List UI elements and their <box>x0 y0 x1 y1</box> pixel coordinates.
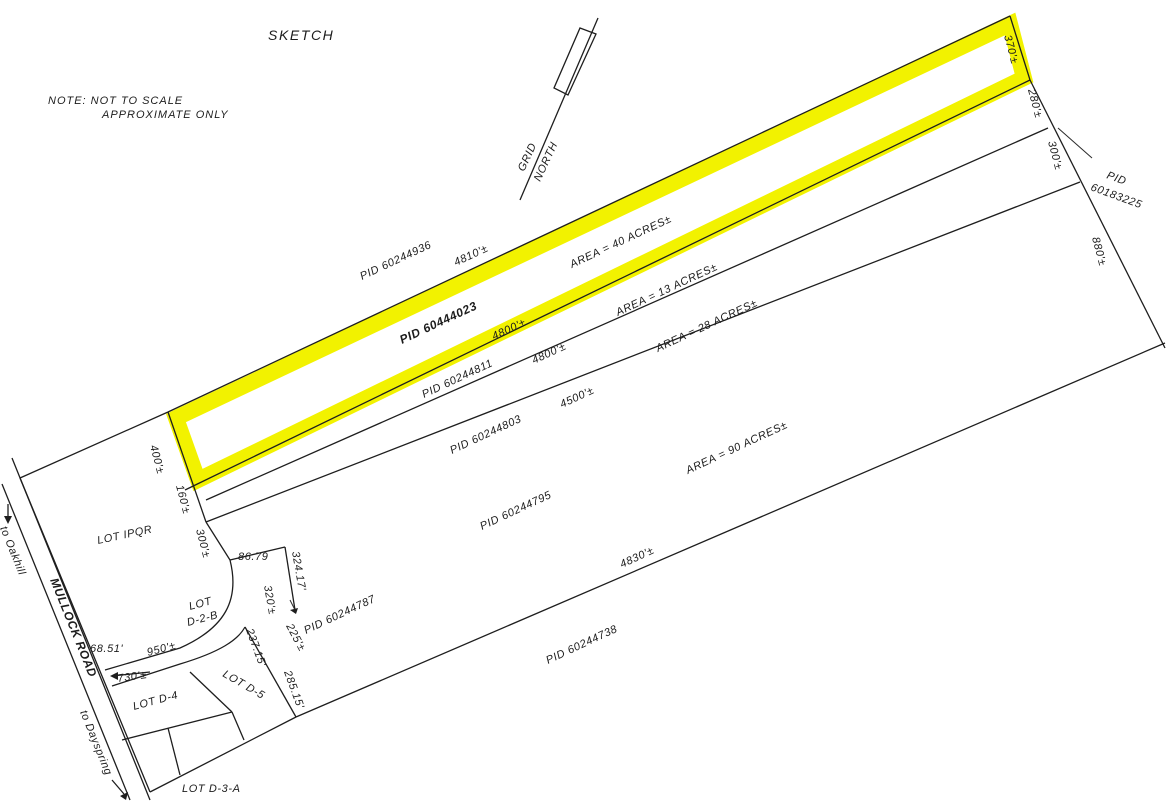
dim-400: 400'± <box>147 444 166 476</box>
lot-ipqr: LOT IPQR <box>96 524 153 547</box>
pid-60244936: PID 60244936 <box>358 239 434 283</box>
mullock-road <box>1 457 151 801</box>
lot-d-4: LOT D-4 <box>132 689 180 713</box>
dim-950: 950'± <box>146 640 178 659</box>
dim-237-15: 237.15' <box>243 626 268 669</box>
sketch-title: SKETCH <box>268 27 334 43</box>
dim-300-left: 300'± <box>193 528 212 560</box>
mullock-road-label: MULLOCK ROAD <box>47 576 100 679</box>
road-arrows <box>4 504 298 800</box>
dim-320: 320'± <box>261 584 278 615</box>
lot-d-5: LOT D-5 <box>221 668 267 702</box>
dim-4500: 4500'± <box>558 385 596 411</box>
to-oakhill-label: to Oakhill <box>0 525 28 578</box>
scale-note-line2: APPROXIMATE ONLY <box>101 109 229 121</box>
dim-324-17: 324.17' <box>289 550 308 592</box>
dim-285-15: 285.15' <box>281 668 306 711</box>
pid-60183225-number: 60183225 <box>1089 182 1144 212</box>
lot-d-3-a: LOT D-3-A <box>182 783 241 795</box>
lot-boundaries <box>104 521 297 776</box>
pid-60183225-label: PID <box>1105 170 1128 188</box>
dim-300-right: 300'± <box>1045 140 1064 172</box>
dim-4800-b: 4800'± <box>530 341 568 367</box>
lot-d-2-b-prefix: LOT <box>188 595 214 613</box>
dim-880: 880'± <box>1089 236 1108 268</box>
dim-86-79: 86.79 <box>238 551 269 563</box>
pid-60244795: PID 60244795 <box>478 489 554 533</box>
dim-280: 280'± <box>1025 87 1044 120</box>
dim-68-51: 68.51' <box>90 643 124 655</box>
pid-60244803: PID 60244803 <box>448 413 524 457</box>
pid-60244787: PID 60244787 <box>302 593 378 637</box>
scale-note-line1: NOTE: NOT TO SCALE <box>48 95 183 107</box>
pid-60244738: PID 60244738 <box>544 623 620 667</box>
area-90-acres: AREA = 90 ACRES± <box>683 419 789 477</box>
area-28-acres: AREA = 28 ACRES± <box>653 297 759 355</box>
to-dayspring-label: to Dayspring <box>77 709 114 778</box>
grid-north-arrow <box>519 17 599 201</box>
dim-730: 730'± <box>117 669 148 685</box>
dim-4830: 4830'± <box>618 545 656 571</box>
subject-parcel-highlight <box>166 12 1034 492</box>
